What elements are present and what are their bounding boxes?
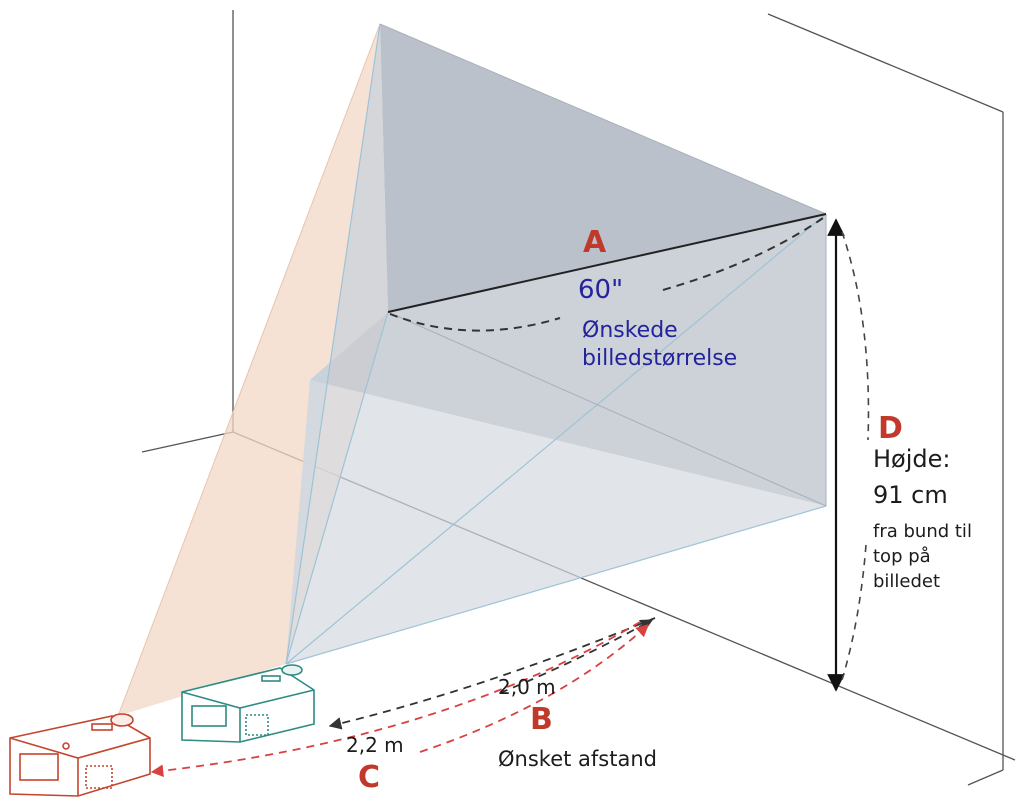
screen-diagonal-line <box>387 213 827 313</box>
height-dashed-arc <box>841 231 870 681</box>
floor-right-edge <box>967 769 1004 786</box>
back-wall-top-edge <box>767 13 1004 113</box>
far-projector <box>9 713 151 797</box>
near-beam-lower <box>286 380 826 664</box>
screen-diagonal-dashed-arc-right <box>662 215 827 291</box>
height-value: 91 cm <box>873 481 948 509</box>
far-distance-value: 2,2 m <box>346 733 404 757</box>
screen-diagonal-dashed-arc <box>389 313 561 332</box>
floor-left-edge <box>141 431 234 453</box>
far-beam-edge <box>117 23 381 717</box>
near-distance-value: 2,0 m <box>498 675 556 699</box>
height-title: Højde: <box>873 445 951 473</box>
far-distance-dashed-arrow <box>150 621 641 778</box>
screen-size-value: 60" <box>578 275 624 305</box>
near-projector <box>181 664 315 743</box>
label-d: D <box>878 411 903 446</box>
near-projection-beam <box>286 24 388 664</box>
screen-size-caption-2: billedstørrelse <box>582 346 738 371</box>
height-caption-3: billedet <box>873 571 941 592</box>
desired-distance-caption: Ønsket afstand <box>498 747 657 771</box>
label-c: C <box>358 760 381 795</box>
image-top-face <box>380 24 826 312</box>
image-bottom-face <box>310 214 826 506</box>
near-distance-dashed-arrow <box>328 617 656 730</box>
label-a: A <box>583 225 607 260</box>
height-caption-1: fra bund til <box>873 521 972 542</box>
label-b: B <box>530 702 553 737</box>
screen-size-caption-1: Ønskede <box>582 318 678 343</box>
height-caption-2: top på <box>873 546 931 567</box>
near-distance-return-arrow <box>499 619 654 694</box>
projected-image-volume <box>285 23 827 665</box>
